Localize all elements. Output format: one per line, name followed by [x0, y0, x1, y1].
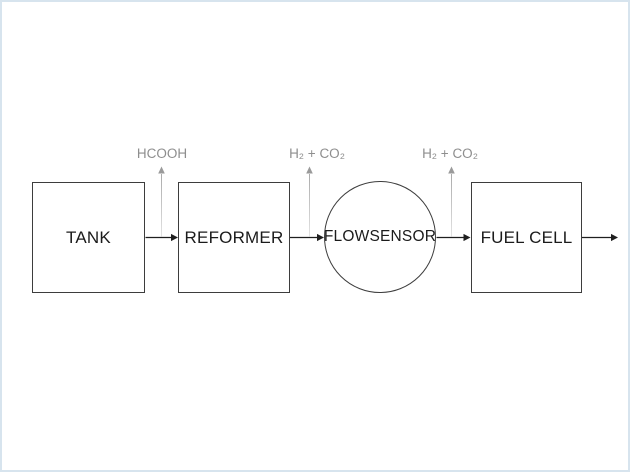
node-tank-label: TANK: [66, 227, 111, 247]
vent-label-h2co2-right: H₂ + CO₂: [422, 146, 478, 161]
node-fuelcell: FUEL CELL: [471, 182, 582, 293]
vent-label-hcooh: HCOOH: [136, 146, 188, 161]
node-tank: TANK: [32, 182, 145, 293]
node-flowsensor-label: FLOWSENSOR: [323, 228, 437, 245]
vent-arrow-h2co2-left: [306, 166, 313, 237]
vent-arrow-hcooh: [158, 166, 165, 237]
node-reformer-label: REFORMER: [184, 227, 284, 247]
vent-label-h2co2-left: H₂ + CO₂: [289, 146, 345, 161]
flow-arrow-flowsensor-to-fuelcell: [436, 233, 471, 242]
node-reformer: REFORMER: [178, 182, 290, 293]
node-fuelcell-label: FUEL CELL: [480, 227, 573, 247]
vent-arrow-h2co2-right: [448, 166, 455, 237]
flow-arrow-fuelcell-output: [581, 233, 618, 242]
node-flowsensor: FLOWSENSOR: [324, 181, 436, 293]
flow-arrow-reformer-to-flowsensor: [290, 233, 324, 242]
flow-arrow-tank-to-reformer: [145, 233, 178, 242]
